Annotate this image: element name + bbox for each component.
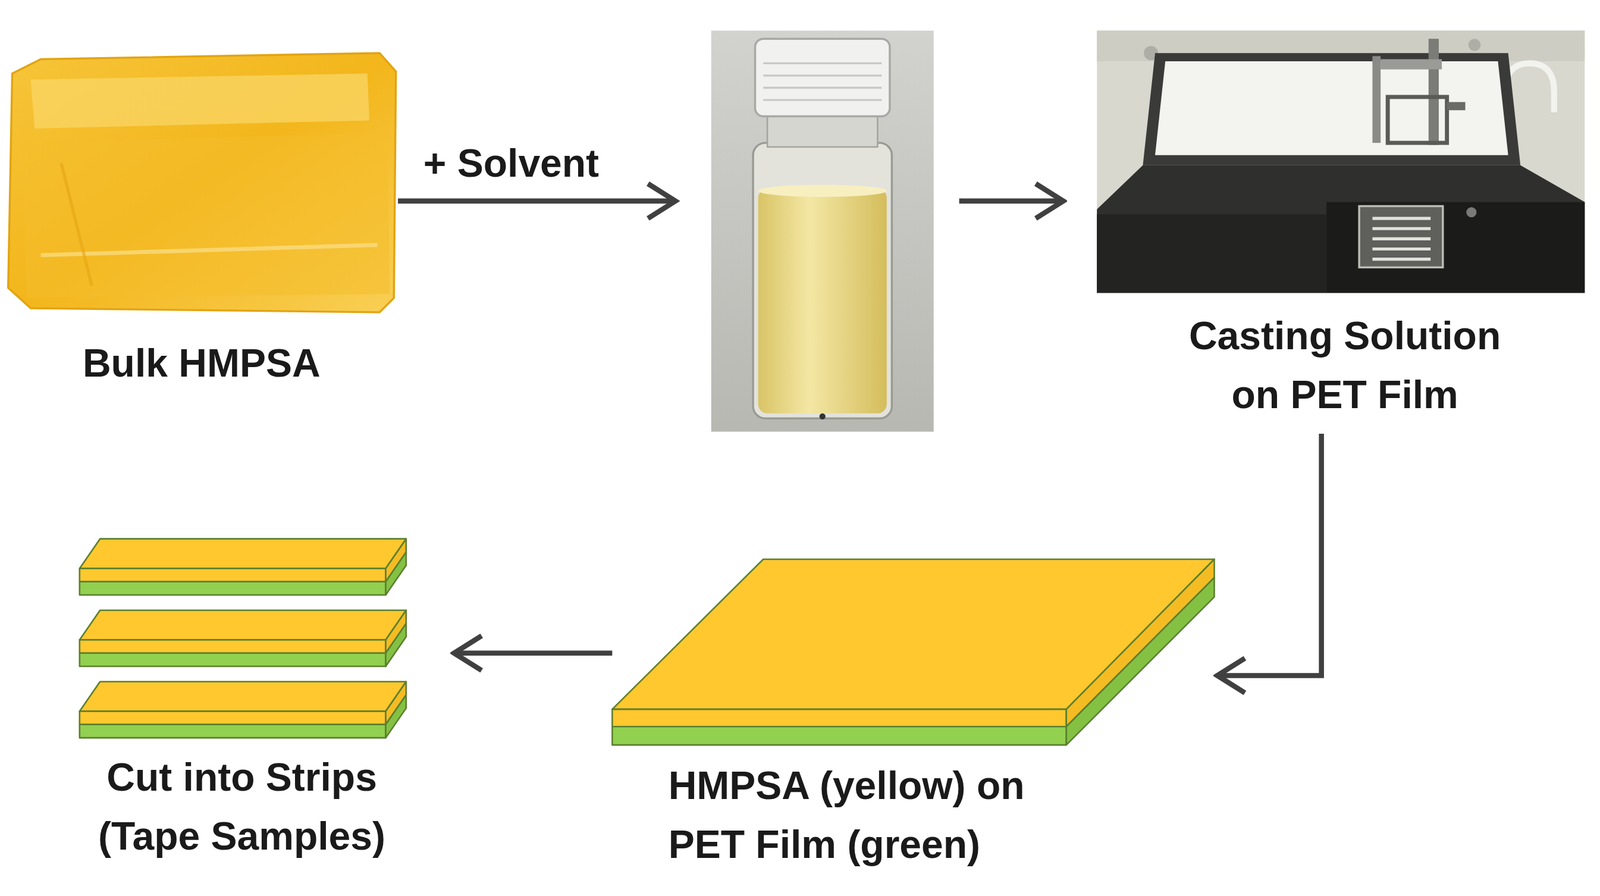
block-face	[22, 132, 391, 298]
gantry-post	[1428, 38, 1439, 145]
vial-photo	[711, 30, 934, 432]
tape-strip	[79, 681, 407, 738]
tape-strip	[79, 538, 407, 595]
strip-side	[385, 623, 406, 667]
vial-speck	[819, 413, 826, 420]
block-body	[8, 52, 397, 313]
strip-side	[385, 694, 406, 738]
strip-top	[79, 610, 407, 640]
vial-cap	[755, 38, 890, 116]
process-arrow	[959, 198, 1064, 205]
strip-side	[385, 551, 406, 595]
step-caption: HMPSA (yellow) on PET Film (green)	[668, 755, 1077, 874]
vial-neck	[767, 114, 878, 147]
glass-substrate	[1359, 205, 1443, 268]
machine-body	[1096, 165, 1585, 293]
strip-film	[79, 653, 387, 667]
step-caption: Cut into Strips (Tape Samples)	[68, 747, 416, 866]
pet-film-edge	[612, 726, 1066, 745]
cap-ridges	[763, 63, 882, 100]
strip-top	[79, 681, 407, 712]
process-arrow	[1217, 433, 1322, 676]
arrow-label: + Solvent	[423, 133, 599, 193]
material-step: Bulk HMPSA	[5, 51, 398, 398]
process-arrow	[453, 650, 613, 656]
tape-strips-step: Cut into Strips (Tape Samples)	[61, 535, 454, 863]
machine-front	[1096, 214, 1327, 293]
machine-knob	[1466, 206, 1477, 218]
platen-surface	[1155, 61, 1509, 156]
adhesive-layer-edge	[612, 708, 1066, 727]
pet-film-side	[1066, 577, 1215, 745]
strip-film	[79, 581, 387, 595]
film-applicator	[1387, 96, 1448, 143]
applicator-handle	[1447, 102, 1466, 111]
step-caption: Casting Solution on PET Film	[1171, 306, 1518, 425]
tape-strip	[79, 610, 407, 667]
gantry-post	[1372, 55, 1381, 143]
process-arrow	[397, 198, 676, 205]
machine-step	[1326, 202, 1585, 294]
platen-frame	[1142, 52, 1521, 166]
coated-sheet	[612, 559, 1214, 745]
strip-film	[79, 724, 387, 738]
vial-glass	[753, 142, 892, 419]
adhesive-block	[8, 52, 397, 313]
strip-adhesive	[79, 639, 387, 653]
vial-liquid	[758, 188, 887, 413]
photo-background	[1096, 30, 1585, 293]
adhesive-layer-side	[1066, 559, 1215, 727]
casting-machine-photo	[1096, 30, 1585, 293]
cast-strips	[1372, 218, 1431, 260]
step-caption: Bulk HMPSA	[5, 333, 398, 393]
gantry-bar	[1380, 58, 1442, 69]
photo-background	[711, 30, 934, 432]
strip-top	[79, 538, 407, 569]
block-crease	[61, 162, 92, 286]
coated-film-step: HMPSA (yellow) on PET Film (green)	[612, 556, 1217, 878]
wall-knob	[1468, 38, 1482, 52]
block-rim	[30, 73, 370, 129]
solution-step	[675, 30, 960, 432]
strip-adhesive	[79, 568, 387, 582]
strip-adhesive	[79, 711, 387, 725]
casting-step: Casting Solution on PET Film	[1063, 30, 1590, 434]
block-highlight	[41, 245, 378, 256]
liquid-meniscus	[758, 184, 887, 197]
